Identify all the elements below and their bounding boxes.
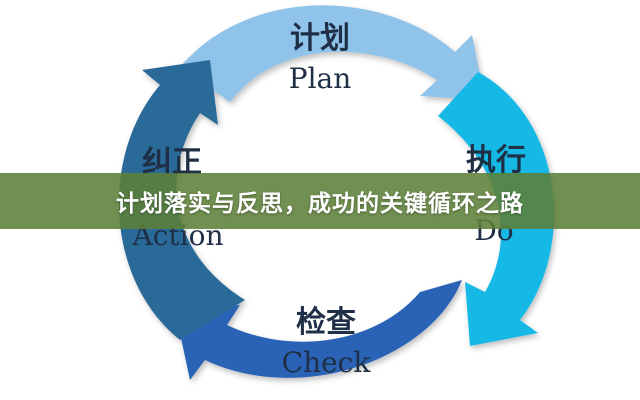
check-segment bbox=[175, 280, 462, 380]
plan-label-cn: 计划 bbox=[290, 21, 350, 56]
check-label-en: Check bbox=[282, 346, 372, 379]
check-label-cn: 检查 bbox=[296, 305, 356, 340]
do-label-cn: 执行 bbox=[466, 143, 526, 178]
action-segment bbox=[118, 60, 245, 340]
banner-title: 计划落实与反思，成功的关键循环之路 bbox=[116, 191, 524, 217]
do-segment bbox=[438, 72, 555, 346]
title-banner: 计划落实与反思，成功的关键循环之路 bbox=[0, 173, 640, 229]
plan-segment bbox=[180, 5, 485, 102]
plan-label-en: Plan bbox=[289, 62, 352, 95]
